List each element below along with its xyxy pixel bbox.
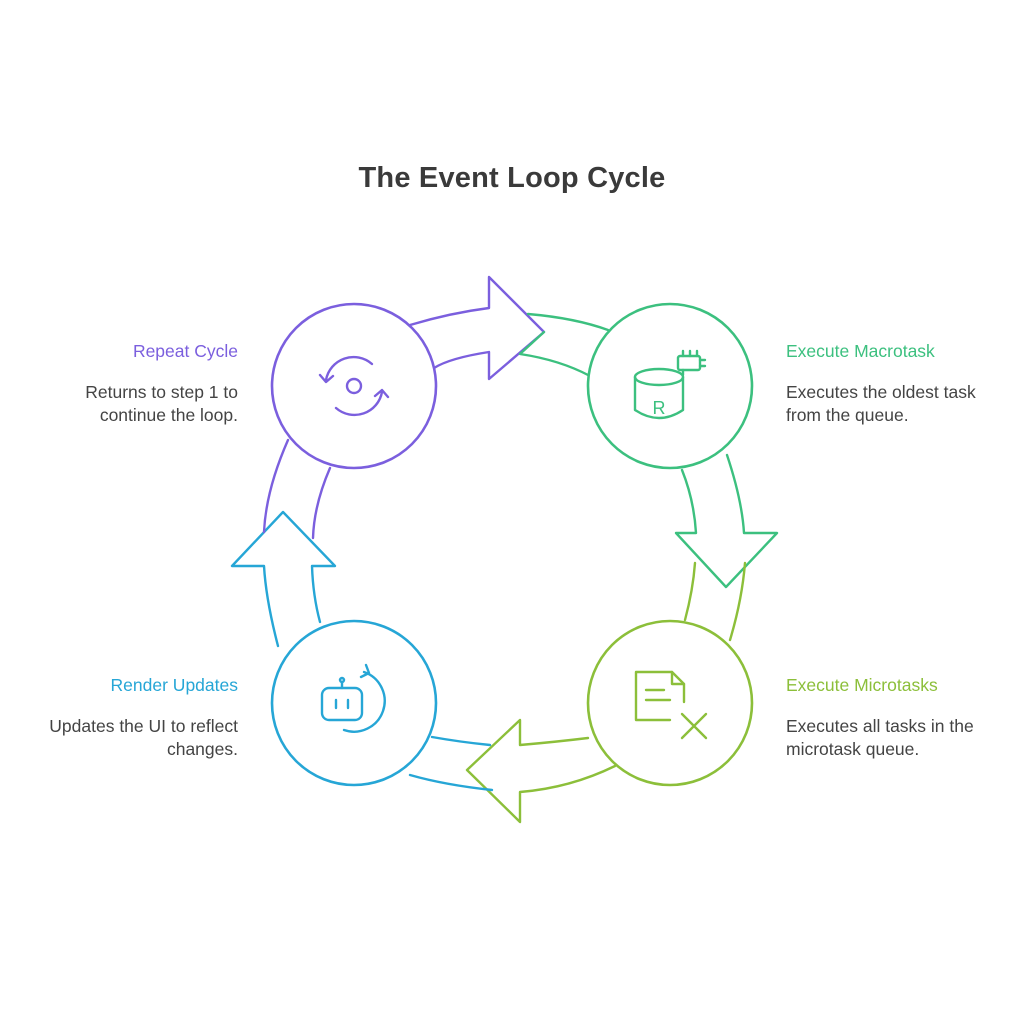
repeat-cycle-desc-line2: continue the loop. [99, 405, 238, 425]
macrotask-title: Execute Macrotask [786, 341, 935, 361]
repeat-cycle-desc-line1: Returns to step 1 to [85, 382, 238, 402]
document-remove-icon [634, 670, 708, 740]
robot-refresh-icon [320, 663, 386, 733]
microtasks-desc-line2: microtask queue. [786, 739, 920, 759]
microtasks-desc-line1: Executes all tasks in the [786, 716, 974, 736]
repeat-cycle-title: Repeat Cycle [132, 341, 238, 361]
microtasks-circle [586, 619, 754, 787]
refresh-cycle-icon [318, 355, 390, 417]
diagram-title: The Event Loop Cycle [358, 162, 666, 194]
arrow-repeat-to-macrotask [408, 275, 610, 381]
database-icon-label: R [653, 398, 666, 418]
database-chip-icon [633, 349, 707, 420]
macrotask-circle [586, 302, 754, 470]
macrotask-desc-line1: Executes the oldest task [786, 382, 976, 402]
render-updates-circle [270, 619, 438, 787]
arrow-macrotask-to-microtasks [674, 453, 779, 642]
render-updates-title: Render Updates [110, 675, 238, 695]
macrotask-desc-line2: from the queue. [786, 405, 909, 425]
arrow-microtasks-to-render [408, 718, 617, 824]
render-updates-desc-line2: changes. [166, 739, 238, 759]
arrow-render-to-repeat [230, 438, 337, 648]
render-updates-desc-line1: Updates the UI to reflect [49, 716, 238, 736]
repeat-cycle-circle [270, 302, 438, 470]
microtasks-title: Execute Microtasks [786, 675, 938, 695]
